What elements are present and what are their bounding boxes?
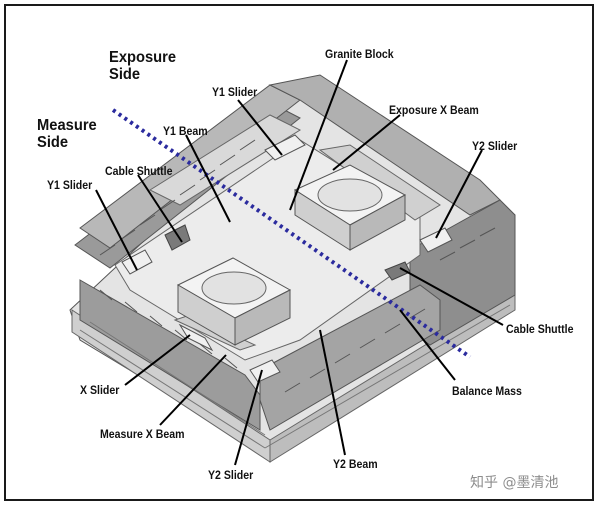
y2-slider-bottom-shape bbox=[249, 359, 281, 383]
leader-y2-slider-right bbox=[435, 149, 483, 239]
cable-shuttle-left-label: Cable Shuttle bbox=[105, 164, 173, 178]
y2-beam-label: Y2 Beam bbox=[333, 457, 378, 471]
granite-block-label: Granite Block bbox=[325, 47, 394, 61]
watermark: 知乎 @墨清池 bbox=[470, 475, 559, 491]
y2-slider-bottom-label: Y2 Slider bbox=[208, 468, 254, 482]
leader-y2-beam bbox=[319, 329, 346, 456]
y1-slider-top-shape bbox=[264, 134, 306, 161]
exposure-chuck-right bbox=[349, 194, 406, 251]
balance-mass-label: Balance Mass bbox=[452, 384, 522, 398]
side-divider-line bbox=[111, 108, 472, 359]
leader-cable-shuttle-right bbox=[399, 267, 504, 326]
y1-beam-label: Y1 Beam bbox=[163, 124, 208, 138]
cable-shuttle-right-label: Cable Shuttle bbox=[506, 322, 574, 336]
leader-y1-slider-left bbox=[95, 189, 138, 271]
cable-shuttle-left-shape bbox=[164, 224, 191, 251]
y1-slider-left-shape bbox=[121, 249, 153, 275]
x-slider-label: X Slider bbox=[80, 383, 120, 397]
leader-measure-x-beam bbox=[159, 354, 227, 426]
y1-slider-top-label: Y1 Slider bbox=[212, 85, 258, 99]
y1-beam-shape bbox=[148, 114, 302, 206]
front-left-rail bbox=[79, 279, 261, 431]
leader-y1-slider-top bbox=[237, 99, 283, 156]
base-detail-lines bbox=[79, 304, 511, 449]
x-slider-shape bbox=[178, 323, 214, 352]
y2-slider-right-label: Y2 Slider bbox=[472, 139, 518, 153]
measure-x-beam-label: Measure X Beam bbox=[100, 427, 185, 441]
leader-lines bbox=[95, 59, 504, 466]
y2-slider-right-shape bbox=[419, 227, 453, 253]
leader-y1-beam bbox=[185, 134, 231, 223]
front-right-rail bbox=[259, 284, 441, 431]
exposure-side-label-line1: Exposure bbox=[109, 49, 177, 66]
measure-side-label-line1: Measure bbox=[37, 117, 97, 134]
exposure-chuck-disc bbox=[317, 178, 383, 212]
exposure-side-label-line2: Side bbox=[109, 66, 141, 83]
exposure-side-label: Exposure Side bbox=[109, 49, 176, 83]
cable-shuttle-right-shape bbox=[384, 261, 411, 281]
leader-exposure-x-beam bbox=[332, 114, 401, 171]
leader-granite-block bbox=[289, 59, 348, 211]
leader-y2-slider-bottom bbox=[234, 369, 263, 466]
measure-side-label-line2: Side bbox=[37, 134, 69, 151]
exposure-x-beam-label: Exposure X Beam bbox=[389, 103, 479, 117]
y1-slider-left-label: Y1 Slider bbox=[47, 178, 93, 192]
measure-chuck-disc bbox=[201, 271, 267, 305]
leader-balance-mass bbox=[399, 309, 456, 381]
measure-side-label: Measure Side bbox=[37, 117, 97, 151]
leader-x-slider bbox=[124, 334, 191, 386]
measure-chuck-right bbox=[234, 289, 291, 346]
leader-cable-shuttle-left bbox=[137, 174, 183, 243]
